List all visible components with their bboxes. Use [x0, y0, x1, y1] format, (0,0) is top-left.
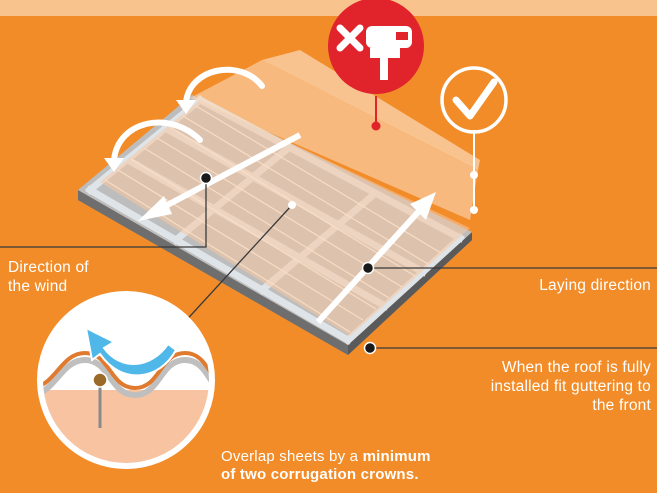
no-jigsaw-icon	[328, 0, 424, 94]
laying-marker	[361, 261, 375, 275]
checkmark-icon	[440, 66, 508, 134]
curved-arrow-head-1	[176, 100, 196, 114]
laying-direction-label: Laying direction	[539, 277, 651, 294]
guttering-line2: installed fit guttering to	[490, 378, 651, 395]
wind-arrow	[138, 132, 302, 221]
overlap-bold-2: of two corrugation crowns.	[221, 466, 419, 483]
lifted-sheets	[190, 50, 480, 220]
wind-direction-label: Direction of the wind	[8, 258, 89, 296]
gutter-marker	[363, 341, 377, 355]
callout-lines	[0, 96, 657, 349]
top-band	[0, 0, 657, 16]
overlap-prefix: Overlap sheets by a	[221, 448, 363, 465]
guttering-line3: the front	[592, 397, 651, 414]
guttering-line1: When the roof is fully	[501, 359, 651, 376]
overlap-bold-1: minimum	[362, 448, 431, 465]
blue-curved-arrow-icon	[84, 326, 178, 377]
check-pin-2	[470, 206, 478, 214]
wind-label-line2: the wind	[8, 278, 68, 295]
overlap-marker	[288, 201, 296, 209]
guttering-note: When the roof is fully installed fit gut…	[411, 358, 651, 415]
overlap-detail-magnifier	[37, 291, 215, 469]
overlap-note: Overlap sheets by a minimum of two corru…	[221, 448, 521, 484]
wind-label-line1: Direction of	[8, 259, 89, 276]
wind-marker	[199, 171, 213, 185]
curved-arrow-head-2	[104, 158, 124, 172]
curved-arrows	[111, 66, 265, 163]
check-pin-1	[470, 171, 478, 179]
no-saw-pin	[371, 121, 381, 131]
